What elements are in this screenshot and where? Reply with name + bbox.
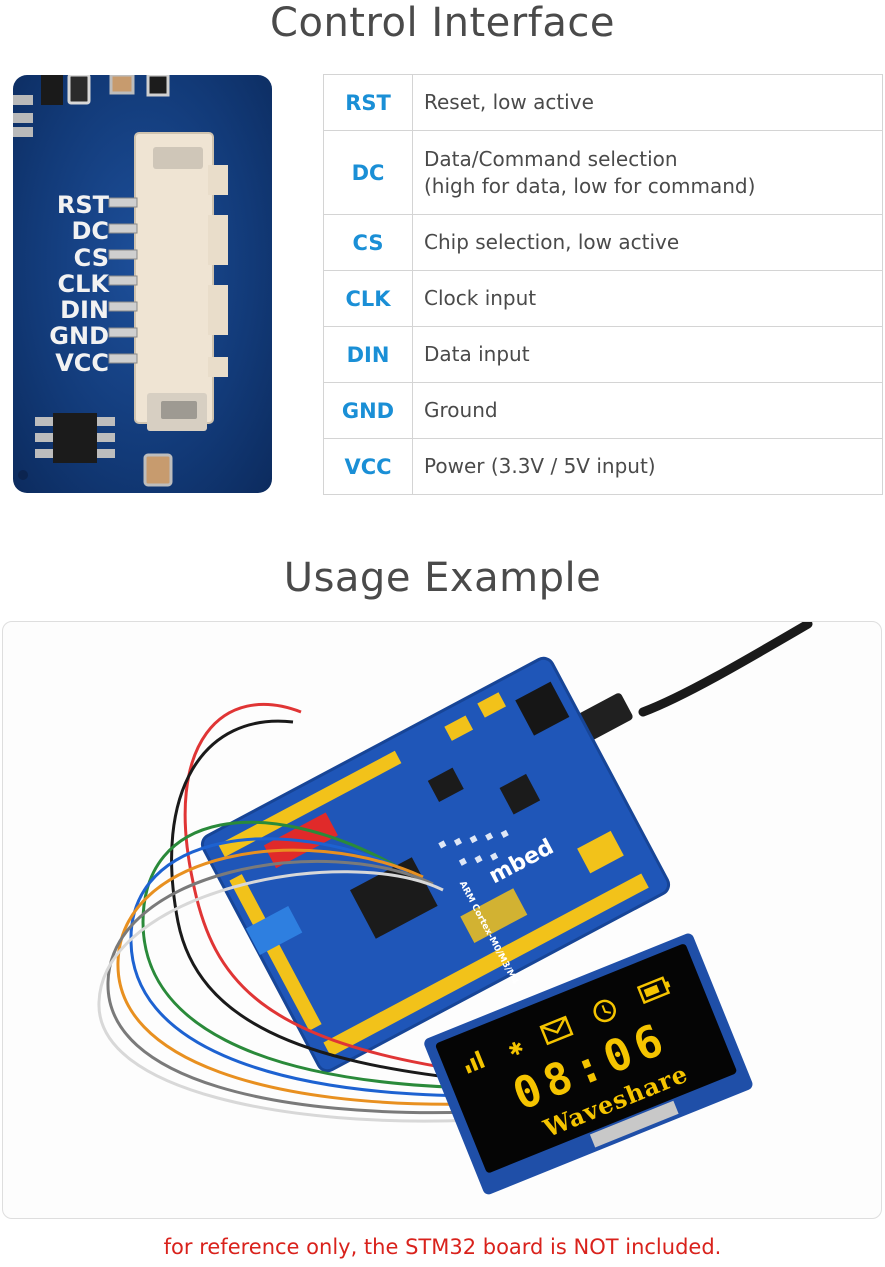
pin-description: Reset, low active <box>412 74 883 131</box>
pin-description-line: Clock input <box>424 286 537 310</box>
pcb-label-vcc: VCC <box>55 348 109 377</box>
pcb-label-din: DIN <box>60 296 109 325</box>
pin-description: Ground <box>412 382 883 439</box>
pin-name: CS <box>323 214 413 271</box>
pin-description-line: Data input <box>424 342 530 366</box>
pin-description-table: RST Reset, low active DC Data/Command se… <box>323 74 883 495</box>
table-row: VCC Power (3.3V / 5V input) <box>323 438 883 495</box>
pin-description-line: (high for data, low for command) <box>424 173 756 198</box>
pin-name: RST <box>323 74 413 131</box>
pcb-label-gnd: GND <box>49 322 109 351</box>
disclaimer-footnote: for reference only, the STM32 board is N… <box>163 1235 722 1259</box>
pin-description-line: Ground <box>424 398 498 422</box>
pin-description: Power (3.3V / 5V input) <box>412 438 883 495</box>
pin-description-line: Chip selection, low active <box>424 230 680 254</box>
pin-name: VCC <box>323 438 413 495</box>
pcb-label-cs: CS <box>73 243 109 272</box>
pin-name: CLK <box>323 270 413 327</box>
usage-example-photo: mbed ARM Cortex-M0/M3/M4 ✱ <box>2 621 882 1219</box>
pin-description: Data input <box>412 326 883 383</box>
pin-description: Clock input <box>412 270 883 327</box>
table-row: DC Data/Command selection (high for data… <box>323 130 883 215</box>
section-title-control-interface: Control Interface <box>270 0 615 46</box>
oled-display-module: ✱ 08:06 Waveshare <box>424 933 753 1195</box>
mail-icon <box>539 1015 574 1046</box>
pcb-label-dc: DC <box>71 217 109 246</box>
pcb-label-clk: CLK <box>57 269 109 298</box>
pin-name: GND <box>323 382 413 439</box>
signal-icon <box>465 1064 472 1074</box>
table-row: DIN Data input <box>323 326 883 383</box>
clock-icon <box>593 999 616 1023</box>
pin-description-line: Data/Command selection <box>424 146 678 171</box>
pcb-connector-photo: RST DC CS CLK DIN GND VCC <box>13 75 272 493</box>
pin-description: Data/Command selection (high for data, l… <box>412 130 883 215</box>
bluetooth-icon: ✱ <box>505 1037 527 1062</box>
pin-description-line: Power (3.3V / 5V input) <box>424 454 656 478</box>
table-row: RST Reset, low active <box>323 74 883 131</box>
stm32-board: mbed ARM Cortex-M0/M3/M4 <box>200 656 671 1073</box>
table-row: CLK Clock input <box>323 270 883 327</box>
pin-description: Chip selection, low active <box>412 214 883 271</box>
pcb-pin-labels: RST DC CS CLK DIN GND VCC <box>31 192 109 376</box>
pcb-label-rst: RST <box>56 191 109 219</box>
pin-description-line: Reset, low active <box>424 90 594 114</box>
table-row: CS Chip selection, low active <box>323 214 883 271</box>
pin-name: DIN <box>323 326 413 383</box>
section-title-usage-example: Usage Example <box>283 555 602 601</box>
table-row: GND Ground <box>323 382 883 439</box>
pin-name: DC <box>323 130 413 215</box>
